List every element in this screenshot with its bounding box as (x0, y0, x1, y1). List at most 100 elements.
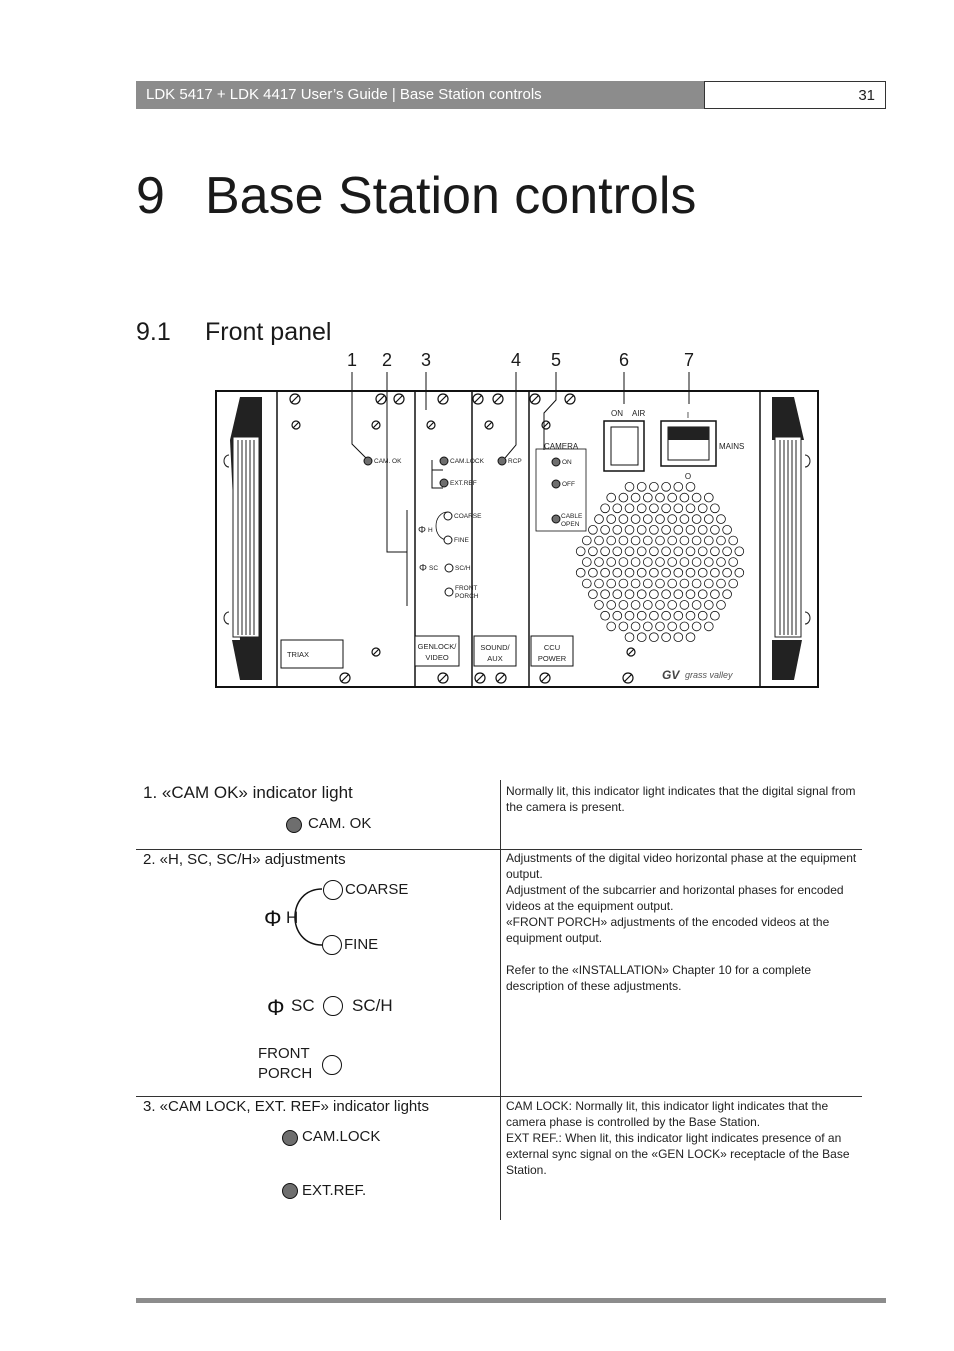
grille-hole (667, 557, 677, 567)
grille-hole (703, 621, 714, 632)
grille-hole (697, 567, 708, 578)
grille-hole (673, 524, 684, 535)
panel-cam-ok: CAM. OK (374, 458, 402, 465)
grille-hole (716, 514, 726, 524)
brand-name: grass valley (685, 670, 733, 680)
svg-text:Φ: Φ (264, 906, 282, 931)
grille-hole (685, 524, 696, 535)
grille-hole (606, 557, 616, 567)
grille-hole (624, 524, 635, 535)
callout-2: 2 (382, 350, 392, 370)
grille-hole (624, 481, 635, 492)
grille-hole (630, 578, 641, 589)
section-number: 9.1 (136, 318, 171, 346)
chapter-number: 9 (136, 167, 165, 225)
porch-label: PORCH (258, 1065, 313, 1082)
mains-switch: I O MAINS (660, 411, 744, 481)
panel-front: FRONT (455, 585, 477, 592)
grille-hole (636, 524, 647, 535)
grille-hole (685, 589, 696, 599)
grille-hole (630, 621, 641, 632)
grille-hole (606, 514, 616, 524)
grille-hole (606, 578, 616, 589)
grille-hole (606, 600, 616, 610)
panel-camera-off: OFF (562, 481, 575, 488)
grille-hole (734, 546, 745, 557)
grille-hole (600, 610, 610, 621)
ext-ref-led-icon (282, 1183, 298, 1199)
grille-hole (642, 557, 653, 567)
grille-hole (624, 632, 635, 642)
grille-hole (661, 481, 671, 492)
chapter-title: Base Station controls (205, 167, 697, 225)
header-title: LDK 5417 + LDK 4417 User’s Guide | Base … (146, 86, 542, 103)
grille-hole (575, 567, 586, 578)
grille-hole (691, 621, 702, 632)
grille-hole (606, 621, 616, 632)
panel-mains: MAINS (719, 442, 744, 451)
grille-hole (581, 535, 592, 546)
grille-hole (716, 557, 726, 567)
grille-hole (697, 589, 708, 599)
grille-hole (655, 621, 665, 632)
grille-hole (618, 535, 629, 546)
grille-hole (703, 600, 714, 610)
callout-3: 3 (421, 350, 431, 370)
front-label: FRONT (258, 1045, 310, 1062)
panel-on-air-on: ON (611, 409, 623, 418)
grille-hole (594, 535, 604, 546)
grille-hole (703, 557, 714, 567)
sch-label: SC/H (352, 996, 393, 1015)
grille-hole (636, 567, 647, 578)
grille-hole (600, 503, 610, 514)
grille-hole (588, 524, 598, 535)
grille-hole (636, 503, 647, 514)
grille-hole (691, 535, 702, 546)
grille-hole (685, 610, 696, 621)
grille-hole (618, 600, 629, 610)
panel-power: POWER (538, 654, 567, 663)
grille-hole (673, 589, 684, 599)
grille-hole (661, 503, 671, 514)
ext-ref-label: EXT.REF. (302, 1182, 367, 1199)
grille-hole (703, 514, 714, 524)
grille-hole (630, 600, 641, 610)
grille-hole (575, 546, 586, 557)
panel-on-air-air: AIR (632, 409, 646, 418)
grille-hole (710, 524, 720, 535)
grille-hole (630, 557, 641, 567)
grille-hole (716, 578, 726, 589)
grille-hole (661, 546, 671, 557)
grille-hole (642, 600, 653, 610)
grille-hole (649, 546, 659, 557)
grille-hole (588, 546, 598, 557)
grille-hole (612, 589, 623, 599)
grille-hole (649, 503, 659, 514)
grille-hole (691, 492, 702, 503)
panel-porch: PORCH (455, 593, 479, 600)
footer-bar (136, 1298, 886, 1303)
grille-hole (722, 567, 732, 578)
svg-text:Φ: Φ (267, 995, 285, 1020)
grille-hole (612, 524, 623, 535)
grille-hole (722, 546, 732, 557)
grille-hole (703, 535, 714, 546)
speaker-grille (575, 481, 745, 642)
grille-hole (697, 524, 708, 535)
panel-phi-h: Φ (418, 525, 426, 536)
grille-hole (636, 481, 647, 492)
grille-hole (594, 578, 604, 589)
grille-hole (661, 610, 671, 621)
grille-hole (642, 535, 653, 546)
leader-lines (351, 372, 690, 606)
grille-hole (642, 578, 653, 589)
grille-hole (600, 589, 610, 599)
grille-hole (667, 600, 677, 610)
panel-coarse: COARSE (454, 513, 482, 520)
grille-hole (624, 567, 635, 578)
phi-sc-icon: Φ (267, 995, 285, 1020)
callout-4: 4 (511, 350, 521, 370)
grille-hole (673, 546, 684, 557)
grille-hole (642, 514, 653, 524)
grille-hole (636, 546, 647, 557)
